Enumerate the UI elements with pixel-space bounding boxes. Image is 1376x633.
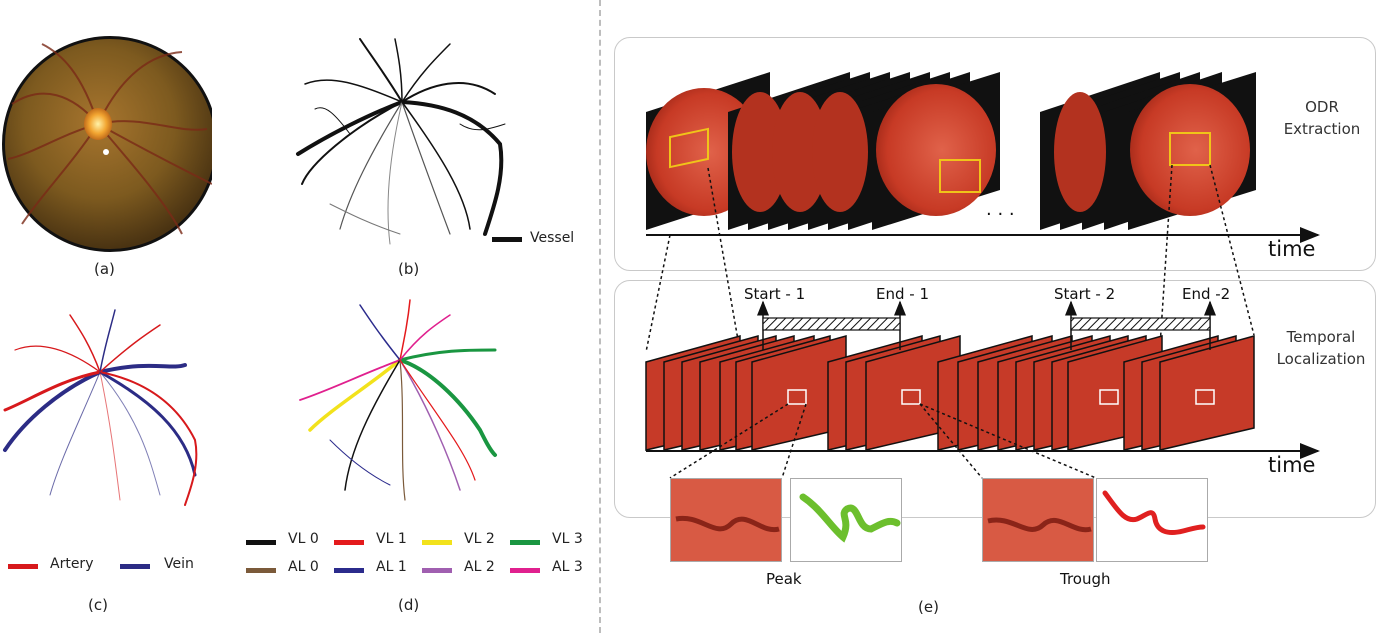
vessel-legend-swatch <box>492 237 522 242</box>
al3-label: AL 3 <box>552 559 583 575</box>
al0-swatch <box>246 568 276 573</box>
vl1-swatch <box>334 540 364 545</box>
al2-label: AL 2 <box>464 559 495 575</box>
vessel-segmentation-map <box>296 38 506 245</box>
fundus-image <box>2 36 212 252</box>
caption-d: (d) <box>398 596 420 614</box>
artery-legend-swatch <box>8 564 38 569</box>
vl2-label: VL 2 <box>464 531 495 547</box>
interval-bar-2 <box>1070 317 1211 331</box>
caption-e: (e) <box>918 598 939 616</box>
vl0-label: VL 0 <box>288 531 319 547</box>
al2-swatch <box>422 568 452 573</box>
trough-crop-image <box>982 478 1094 562</box>
al1-label: AL 1 <box>376 559 407 575</box>
odr-frame-stack <box>646 72 1256 230</box>
odr-label: ODR Extraction <box>1283 98 1361 138</box>
vessel-level-map <box>299 299 497 501</box>
peak-mask-image <box>790 478 902 562</box>
start-1-label: Start - 1 <box>744 285 806 303</box>
start-2-label: Start - 2 <box>1054 285 1116 303</box>
temporal-label: Temporal Localization <box>1276 328 1366 368</box>
caption-c: (c) <box>88 596 108 614</box>
vl3-label: VL 3 <box>552 531 583 547</box>
vl2-swatch <box>422 540 452 545</box>
artery-legend-label: Artery <box>50 556 94 572</box>
vl0-swatch <box>246 540 276 545</box>
vein-legend-label: Vein <box>164 556 194 572</box>
peak-label: Peak <box>766 570 802 588</box>
peak-crop-image <box>670 478 782 562</box>
odr-time-label: time <box>1268 237 1316 261</box>
al3-swatch <box>510 568 540 573</box>
end-2-label: End -2 <box>1182 285 1231 303</box>
vein-legend-swatch <box>120 564 150 569</box>
caption-a: (a) <box>94 260 115 278</box>
end-1-label: End - 1 <box>876 285 929 303</box>
ellipsis: · · · <box>986 204 1015 225</box>
trough-label: Trough <box>1060 570 1111 588</box>
artery-vein-map <box>3 309 198 506</box>
interval-bar-1 <box>762 317 901 331</box>
trough-mask-image <box>1096 478 1208 562</box>
temporal-time-label: time <box>1268 453 1316 477</box>
al1-swatch <box>334 568 364 573</box>
vl1-label: VL 1 <box>376 531 407 547</box>
fundus-image-panel <box>2 34 212 254</box>
vl3-swatch <box>510 540 540 545</box>
al0-label: AL 0 <box>288 559 319 575</box>
temporal-frame-stack <box>645 335 1255 451</box>
panel-divider <box>599 0 601 633</box>
vessel-legend-label: Vessel <box>530 230 575 246</box>
caption-b: (b) <box>398 260 420 278</box>
